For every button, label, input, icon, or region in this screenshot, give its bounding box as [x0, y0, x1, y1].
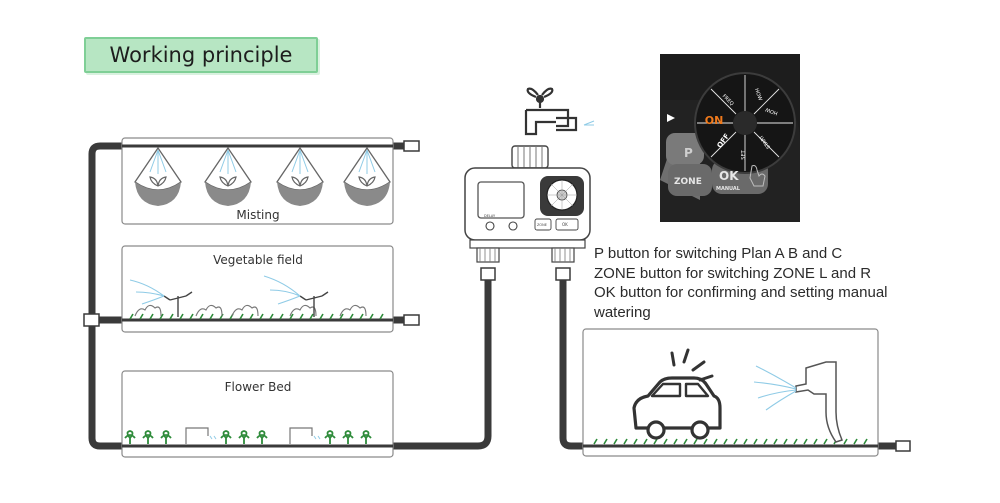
mist-sprouts	[149, 176, 376, 187]
drip-drops	[209, 435, 321, 440]
description-line-4: watering	[594, 303, 651, 321]
page-title: Working principle	[84, 37, 318, 73]
dial-on-label: ON	[705, 114, 724, 127]
description-line-2: ZONE button for switching ZONE L and R	[594, 264, 872, 282]
misting-box	[121, 137, 394, 225]
pipe-end-caps	[83, 140, 911, 452]
vegetable-label: Vegetable field	[213, 253, 303, 267]
timer-knob-right	[508, 221, 518, 231]
dial-pointer	[667, 114, 675, 122]
faucet-water	[583, 120, 595, 126]
right-pipe	[559, 274, 900, 450]
spray-gun-icon	[795, 361, 844, 443]
timer-ok-label: OK	[562, 222, 568, 227]
zone-boxes	[121, 137, 879, 458]
timer-zone-label: ZONE	[537, 223, 547, 227]
controller-ok-button-label: OK	[719, 169, 739, 183]
mist-sprays	[149, 149, 376, 174]
timer-lcd	[477, 181, 525, 219]
sprinkler-icon	[163, 291, 329, 317]
misting-label: Misting	[236, 208, 279, 222]
spray-gun-water	[753, 365, 797, 411]
description-line-3: OK button for confirming and setting man…	[594, 284, 888, 301]
flower-label: Flower Bed	[225, 380, 292, 394]
sprinkler-spray	[129, 275, 301, 305]
dial-how-label-2: HOW	[753, 88, 763, 102]
controller-zone-button-label: ZONE	[674, 177, 702, 187]
faucet-icon	[524, 87, 578, 136]
controller-p-button-label: P	[684, 146, 693, 160]
dial-set-label: SET	[741, 149, 747, 159]
drip-emitter-icon	[185, 427, 313, 444]
dial-how-label-1: HOW	[765, 106, 779, 116]
timer-knob-left	[485, 221, 495, 231]
button-description: P button for switching Plan A B and C ZO…	[594, 244, 934, 322]
timer-delay-label: DELAY	[484, 214, 496, 218]
car-shine-lines	[670, 348, 714, 382]
controller-manual-label: MANUAL	[716, 186, 741, 192]
dial-sectors	[697, 75, 793, 171]
vegetable-grass	[129, 313, 384, 320]
vegetable-box	[121, 245, 394, 333]
car-icon	[632, 376, 722, 440]
water-timer: DELAY ZONE OK	[464, 145, 591, 263]
flower-plants	[124, 430, 372, 444]
description-line-1: P button for switching Plan A B and C	[594, 245, 843, 262]
mist-pots	[135, 182, 390, 206]
hand-icon	[749, 165, 766, 187]
controller-closeup: ON OFF SET START HOW HOW FREQ P ZONE OK …	[660, 54, 800, 222]
misting-nozzles	[122, 144, 393, 206]
